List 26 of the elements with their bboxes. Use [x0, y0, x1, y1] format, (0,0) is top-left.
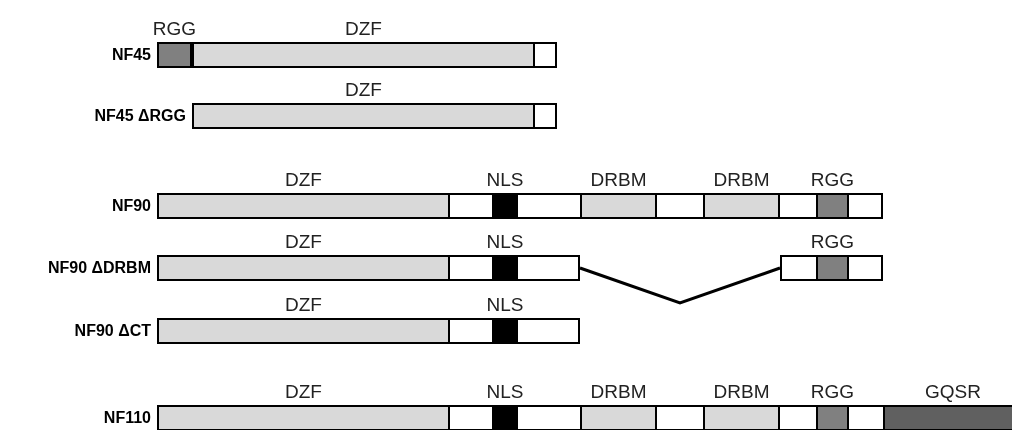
domain-label: RGG — [810, 169, 855, 191]
domain-label: RGG — [810, 231, 855, 253]
domain-label: DRBM — [590, 381, 647, 403]
domain-label: GQSR — [925, 381, 981, 403]
domain-label: DZF — [285, 231, 322, 253]
protein-name: NF45 ΔRGG — [94, 107, 186, 125]
domain-label: DRBM — [713, 381, 770, 403]
domain-label: NLS — [486, 294, 524, 316]
protein-name: NF110 — [103, 409, 151, 427]
domain-label: NLS — [486, 381, 524, 403]
domain-label: RGG — [152, 18, 197, 40]
domain-label: DRBM — [590, 169, 647, 191]
protein-name: NF90 ΔCT — [74, 322, 151, 340]
domain-label: NLS — [486, 231, 524, 253]
domain-label: DZF — [285, 169, 322, 191]
domain-label: DZF — [345, 18, 382, 40]
protein-name: NF45 — [111, 46, 151, 64]
domain-label: DZF — [345, 79, 382, 101]
domain-label: DZF — [285, 294, 322, 316]
domain-label: DRBM — [713, 169, 770, 191]
domain-label: NLS — [486, 169, 524, 191]
protein-name: NF90 ΔDRBM — [47, 259, 151, 277]
domain-label: RGG — [810, 381, 855, 403]
protein-name: NF90 — [111, 197, 151, 215]
deletion-line — [579, 266, 781, 305]
domain-label: DZF — [285, 381, 322, 403]
